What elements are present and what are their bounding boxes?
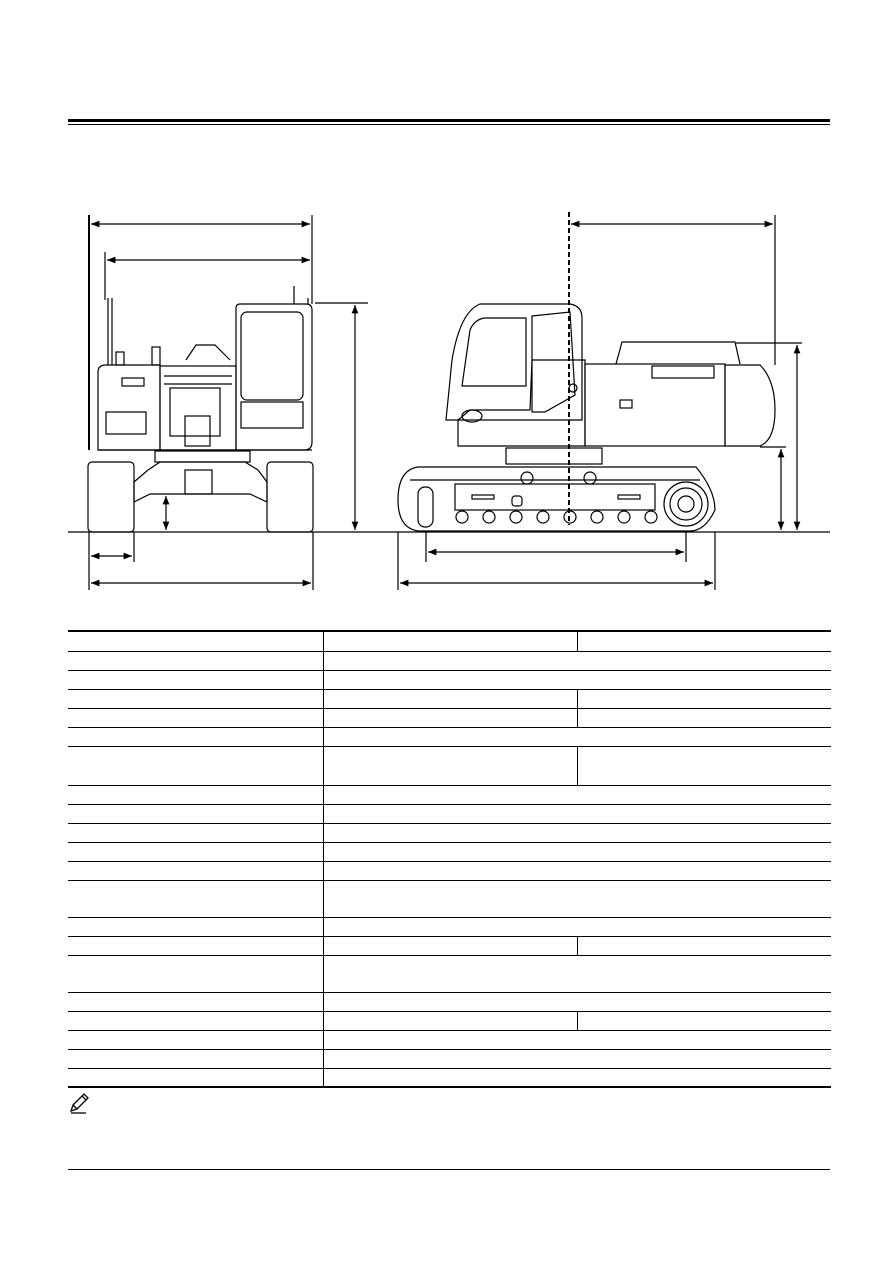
table-cell (323, 823, 831, 843)
table-cell (68, 880, 324, 918)
table-cell (68, 727, 324, 747)
table-cell (324, 1068, 832, 1087)
table-cell (68, 936, 324, 956)
table-cell (68, 861, 324, 881)
table-row (68, 936, 831, 956)
table-row (68, 917, 831, 937)
table-row (68, 670, 831, 690)
table-row (68, 880, 831, 918)
table-row (68, 823, 831, 843)
table-cell (68, 631, 324, 652)
table-cell (68, 670, 324, 690)
table-cell (323, 842, 831, 862)
table-row (68, 1049, 831, 1069)
table-cell (323, 1049, 831, 1069)
front-view-dimensions (88, 215, 368, 590)
table-row (68, 1011, 831, 1031)
table-cell (323, 670, 831, 690)
table-cell (323, 917, 831, 937)
table-cell (68, 823, 324, 843)
specification-table (68, 630, 831, 1088)
table-row (68, 992, 831, 1012)
table-row (68, 842, 831, 862)
table-cell (68, 917, 324, 937)
table-cell (68, 689, 324, 709)
table-row (68, 1030, 831, 1050)
table-row (68, 689, 831, 709)
table-cell (68, 1030, 324, 1050)
table-cell (323, 785, 831, 805)
header-rule-thick (68, 119, 830, 122)
table-row (68, 804, 831, 824)
table-cell (323, 631, 578, 652)
table-cell (577, 1011, 831, 1031)
table-cell (323, 1011, 578, 1031)
footer-rule (68, 1169, 830, 1170)
table-cell (577, 746, 831, 786)
table-cell (323, 861, 831, 881)
table-cell (323, 955, 831, 993)
table-cell (577, 708, 831, 728)
table-row (68, 746, 831, 786)
excavator-dimension-drawing (68, 212, 830, 590)
table-cell (68, 651, 324, 671)
table-cell (323, 804, 831, 824)
table-cell (323, 746, 578, 786)
table-cell (68, 992, 324, 1012)
table-row (68, 955, 831, 993)
table-cell (577, 936, 831, 956)
table-cell (323, 651, 831, 671)
table-cell (68, 1049, 324, 1069)
table-row (68, 708, 831, 728)
table-cell (68, 842, 324, 862)
table-cell (323, 992, 831, 1012)
table-cell (68, 785, 324, 805)
header-rule-thin (68, 124, 830, 125)
table-cell (323, 1030, 831, 1050)
table-cell (68, 955, 324, 993)
table-row (68, 785, 831, 805)
table-cell (323, 708, 578, 728)
table-row (68, 861, 831, 881)
table-cell (323, 936, 578, 956)
table-cell (577, 689, 831, 709)
table-row (68, 727, 831, 747)
table-cell (577, 631, 831, 652)
table-cell (323, 727, 831, 747)
side-view-dimensions (397, 215, 802, 590)
table-cell (68, 708, 324, 728)
table-cell (323, 880, 831, 918)
table-row (68, 631, 831, 652)
table-cell (68, 746, 324, 786)
table-cell (68, 804, 324, 824)
pencil-note-icon (69, 1093, 89, 1114)
table-cell (68, 1011, 324, 1031)
side-view (397, 303, 776, 532)
table-cell (68, 1068, 324, 1087)
front-view (87, 215, 314, 533)
table-row (68, 1068, 831, 1087)
table-cell (323, 689, 578, 709)
table-row (68, 651, 831, 671)
